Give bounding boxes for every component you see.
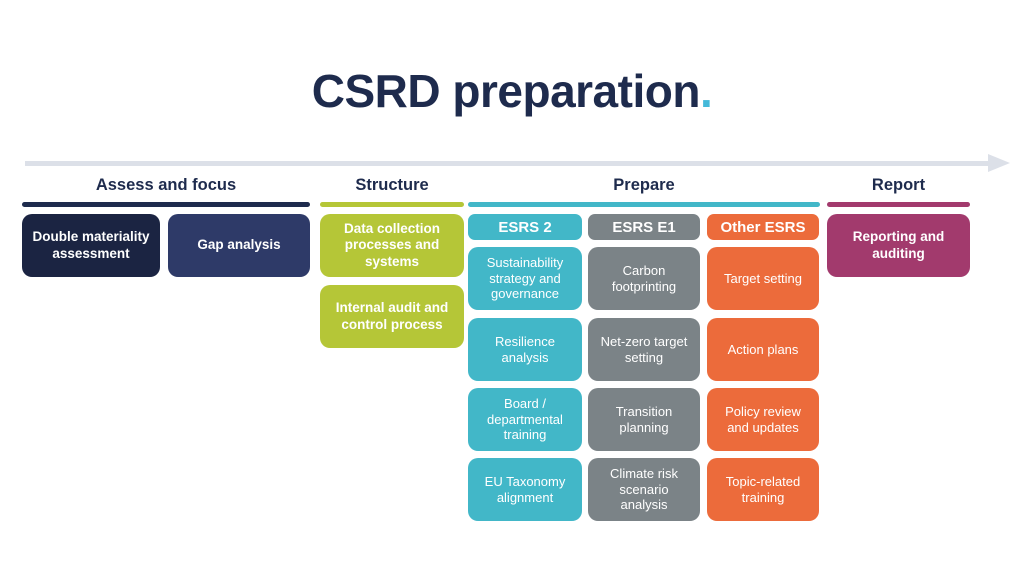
timeline-arrowhead-icon: [988, 154, 1010, 172]
box-double-materiality-assessment: Double materiality assessment: [22, 214, 160, 277]
box-climate-risk-scenario-analysis: Climate risk scenario analysis: [588, 458, 700, 521]
phase-label-report: Report: [871, 176, 926, 194]
box-net-zero-target-setting: Net-zero target setting: [588, 318, 700, 381]
subheader-other-esrs: Other ESRS: [707, 214, 819, 240]
box-sustainability-strategy-governance: Sustainability strategy and governance: [468, 247, 582, 310]
box-reporting-and-auditing: Reporting and auditing: [827, 214, 970, 277]
box-target-setting: Target setting: [707, 247, 819, 310]
box-resilience-analysis: Resilience analysis: [468, 318, 582, 381]
box-policy-review-updates: Policy review and updates: [707, 388, 819, 451]
box-carbon-footprinting: Carbon footprinting: [588, 247, 700, 310]
subheader-esrs-2: ESRS 2: [468, 214, 582, 240]
phase-bar-assess: [22, 202, 310, 207]
phase-label-structure: Structure: [355, 176, 429, 194]
phase-bar-structure: [320, 202, 464, 207]
box-action-plans: Action plans: [707, 318, 819, 381]
box-data-collection-processes: Data collection processes and systems: [320, 214, 464, 277]
box-board-departmental-training: Board / departmental training: [468, 388, 582, 451]
phase-label-prepare: Prepare: [613, 176, 675, 194]
subheader-esrs-e1: ESRS E1: [588, 214, 700, 240]
page-title-text: CSRD preparation: [311, 65, 701, 117]
phase-bar-prepare: [468, 202, 820, 207]
page-title: CSRD preparation.: [0, 64, 1024, 118]
box-eu-taxonomy-alignment: EU Taxonomy alignment: [468, 458, 582, 521]
timeline-line: [25, 161, 988, 166]
box-gap-analysis: Gap analysis: [168, 214, 310, 277]
box-topic-related-training: Topic-related training: [707, 458, 819, 521]
box-internal-audit-control: Internal audit and control process: [320, 285, 464, 348]
phase-bar-report: [827, 202, 970, 207]
phase-label-assess-and-focus: Assess and focus: [95, 176, 237, 194]
box-transition-planning: Transition planning: [588, 388, 700, 451]
page-title-accent-dot: .: [699, 65, 713, 117]
